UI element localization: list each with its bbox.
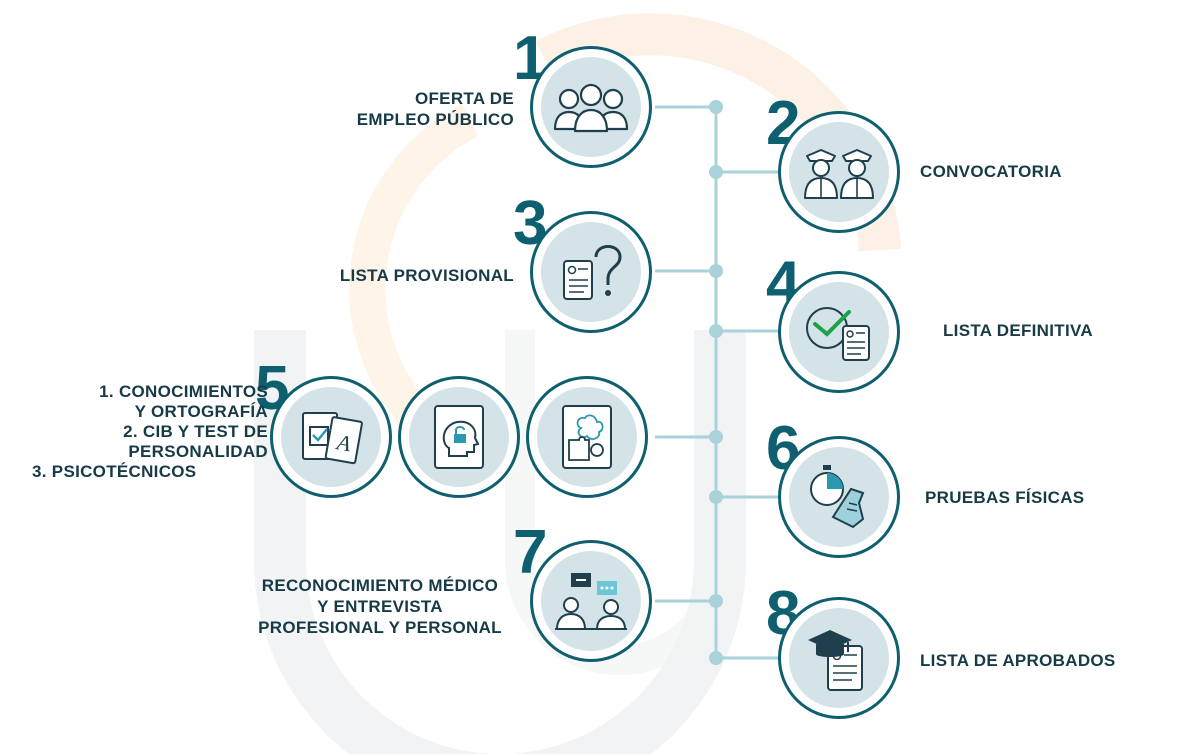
step-1-label-line-2: EMPLEO PÚBLICO <box>356 110 514 129</box>
brain-puzzle-icon <box>562 405 612 469</box>
step-1-label-line-1: OFERTA DE <box>414 89 514 108</box>
step-7-label-line-3: PROFESIONAL Y PERSONAL <box>258 618 502 637</box>
graduation-document-icon <box>808 630 863 691</box>
step-2-circle <box>778 111 900 233</box>
step-8-circle <box>778 597 900 719</box>
step-6-circle <box>778 436 900 558</box>
step-5-label-line-3: 2. CIB Y TEST DE <box>123 422 268 441</box>
step-8-label: LISTA DE APROBADOS <box>920 650 1116 671</box>
police-officers-icon <box>804 149 874 199</box>
checkbox-letter-cards-icon: A <box>302 412 363 465</box>
head-lock-icon <box>434 405 484 469</box>
step-2-label: CONVOCATORIA <box>920 161 1062 182</box>
step-6-label: PRUEBAS FÍSICAS <box>925 487 1084 508</box>
step-1-circle <box>530 46 652 168</box>
step-5-label-line-2: Y ORTOGRAFÍA <box>134 402 268 421</box>
step-4-label: LISTA DEFINITIVA <box>943 320 1093 341</box>
step-3-label: LISTA PROVISIONAL <box>290 265 514 286</box>
step-3-label-line-1: LISTA PROVISIONAL <box>339 266 514 285</box>
step-5-label: 1. CONOCIMIENTOS Y ORTOGRAFÍA 2. CIB Y T… <box>30 382 268 482</box>
step-5-label-line-1: 1. CONOCIMIENTOS <box>99 382 268 401</box>
step-7-label: RECONOCIMIENTO MÉDICO Y ENTREVISTA PROFE… <box>230 575 530 638</box>
svg-text:A: A <box>333 429 353 456</box>
three-people-icon <box>553 83 629 133</box>
step-8-label-line-1: LISTA DE APROBADOS <box>920 651 1116 670</box>
step-5-label-line-4: PERSONALIDAD <box>128 442 268 461</box>
step-7-label-line-1: RECONOCIMIENTO MÉDICO <box>261 576 499 595</box>
step-2-label-line-1: CONVOCATORIA <box>920 162 1062 181</box>
step-1-label: OFERTA DE EMPLEO PÚBLICO <box>334 88 514 130</box>
step-3-circle <box>530 211 652 333</box>
step-5-label-line-5: 3. PSICOTÉCNICOS <box>32 462 197 481</box>
interview-icon <box>555 573 627 630</box>
step-4-label-line-1: LISTA DEFINITIVA <box>943 321 1093 340</box>
check-document-icon <box>806 307 870 361</box>
step-6-label-line-1: PRUEBAS FÍSICAS <box>925 488 1085 507</box>
step-4-circle <box>778 271 900 393</box>
step-7-label-line-2: Y ENTREVISTA <box>317 597 443 616</box>
question-document-icon <box>563 245 622 300</box>
step-5-circle-1: A <box>270 376 392 498</box>
step-7-circle <box>530 540 652 662</box>
step-5-circle-3 <box>526 376 648 498</box>
stopwatch-shoe-icon <box>810 465 865 529</box>
step-5-circle-2 <box>398 376 520 498</box>
